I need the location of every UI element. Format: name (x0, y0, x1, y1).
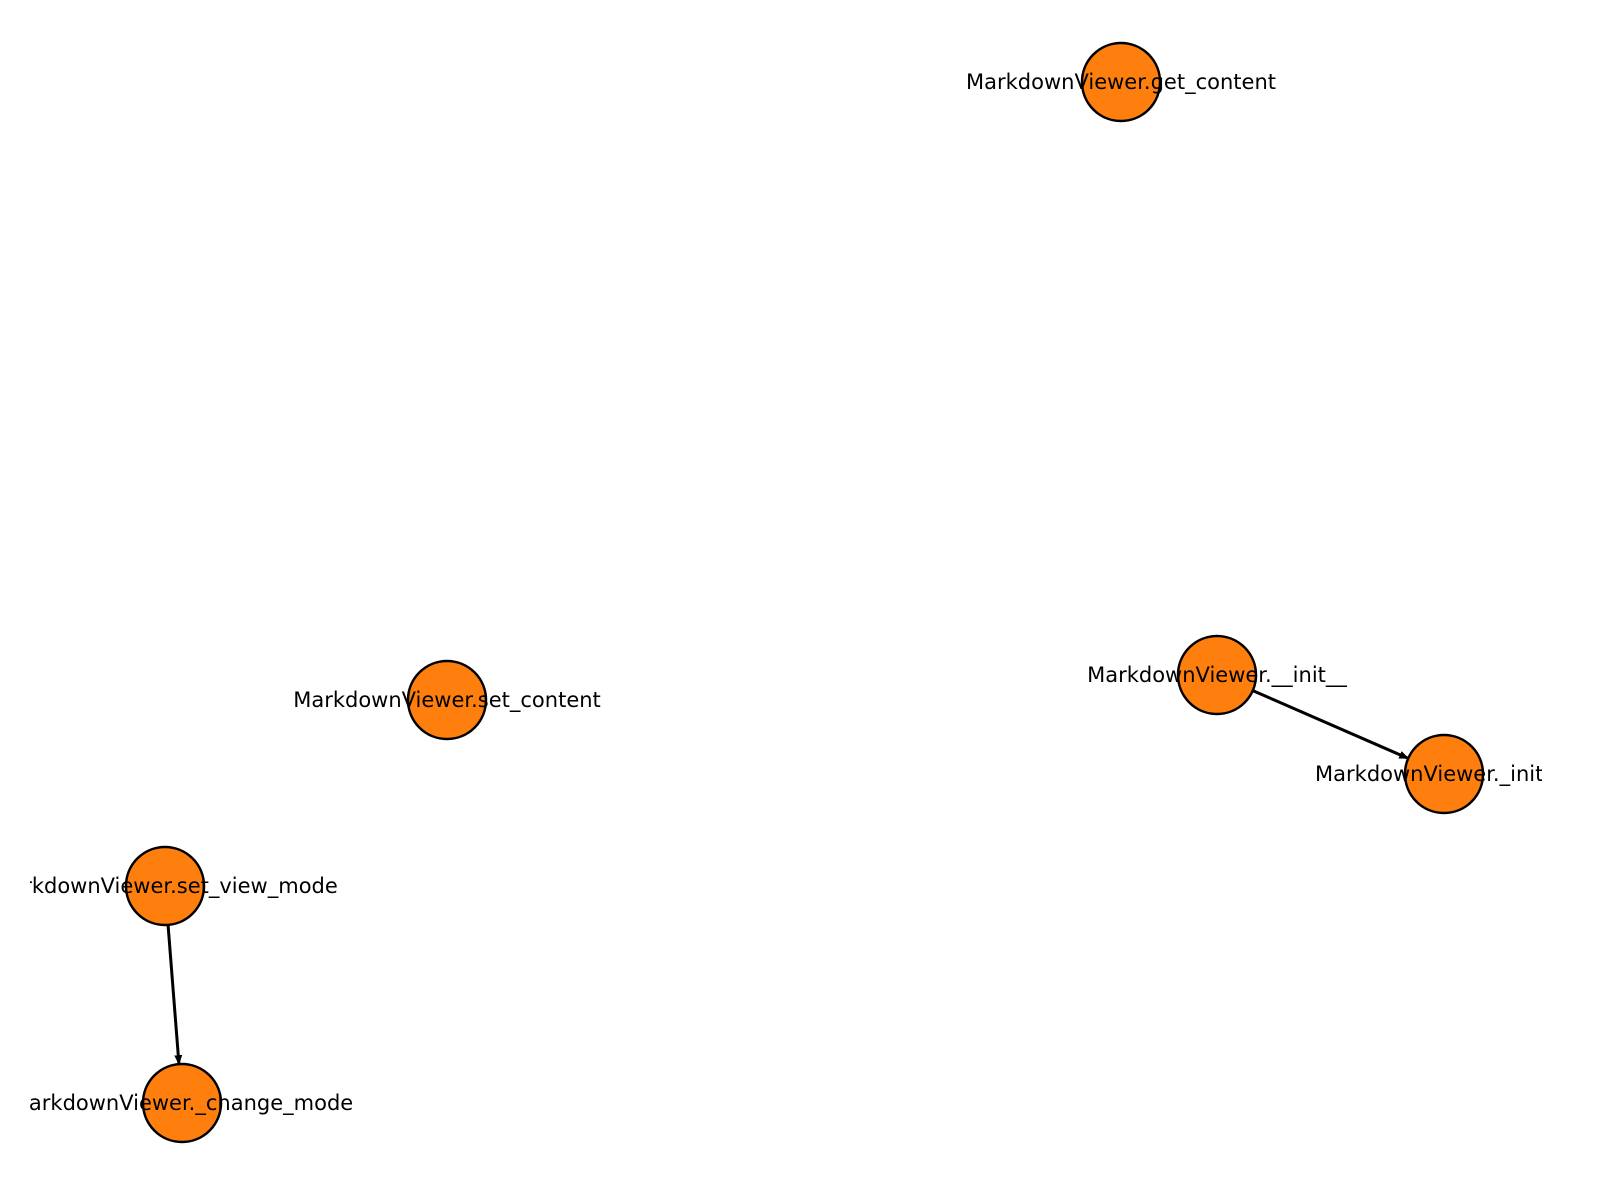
node-label: MarkdownViewer._change_mode (30, 1091, 353, 1116)
edges-layer (166, 689, 1410, 1066)
node-label: MarkdownViewer.get_content (966, 70, 1276, 95)
nodes-layer: MarkdownViewer.get_contentMarkdownViewer… (30, 41, 1542, 1144)
edge-set_view_mode-to-change_mode (166, 924, 183, 1066)
node-set_view_mode: MarkdownViewer.set_view_mode (30, 845, 338, 927)
node-circle (1080, 41, 1162, 123)
node-circle (1403, 733, 1485, 815)
node-label: MarkdownViewer.set_content (293, 688, 601, 713)
node-label: MarkdownViewer._init_ui (1315, 762, 1542, 787)
node-change_mode: MarkdownViewer._change_mode (30, 1062, 353, 1144)
node-circle (406, 659, 488, 741)
node-circle (124, 845, 206, 927)
call-graph: MarkdownViewer.get_contentMarkdownViewer… (30, 41, 1542, 1144)
node-get_content: MarkdownViewer.get_content (966, 41, 1276, 123)
node-init_ui: MarkdownViewer._init_ui (1315, 733, 1542, 815)
node-label: MarkdownViewer.set_view_mode (30, 874, 338, 899)
node-set_content: MarkdownViewer.set_content (293, 659, 601, 741)
node-init: MarkdownViewer.__init__ (1087, 634, 1347, 716)
node-label: MarkdownViewer.__init__ (1087, 663, 1347, 688)
edge-init-to-init_ui (1252, 689, 1410, 760)
node-circle (141, 1062, 223, 1144)
node-circle (1176, 634, 1258, 716)
